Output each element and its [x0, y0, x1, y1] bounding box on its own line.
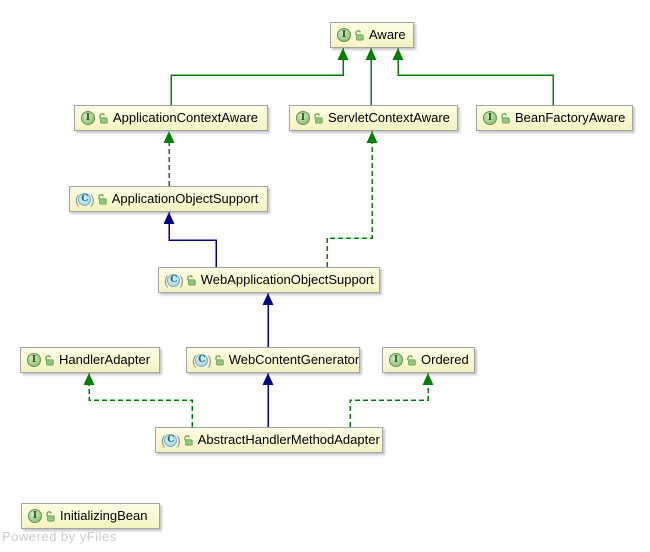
edge-abstract-handler-method-adapter-to-handler-adapter — [83, 373, 193, 427]
node-label: WebContentGenerator — [228, 351, 360, 367]
edge-web-application-object-support-to-servlet-context-aware — [326, 131, 378, 267]
edge-abstract-handler-method-adapter-to-ordered — [349, 373, 434, 427]
yfiles-watermark: Powered by yFiles — [2, 529, 117, 544]
interface-icon: I — [389, 353, 403, 367]
edge-bean-factory-aware-to-aware — [392, 48, 554, 105]
node-bean-factory-aware[interactable]: I BeanFactoryAware — [476, 105, 633, 131]
interface-icon: I — [81, 111, 95, 125]
edge-application-context-aware-to-aware — [170, 48, 349, 105]
node-label: ServletContextAware — [328, 109, 450, 125]
node-label: InitializingBean — [60, 507, 148, 523]
node-label: AbstractHandlerMethodAdapter — [197, 431, 380, 447]
abstract-class-icon: (C) — [161, 432, 181, 448]
node-ordered[interactable]: I Ordered — [382, 347, 475, 373]
node-servlet-context-aware[interactable]: I ServletContextAware — [289, 105, 458, 131]
node-label: WebApplicationObjectSupport — [200, 271, 374, 287]
abstract-class-icon: (C) — [75, 191, 95, 207]
node-application-object-support[interactable]: (C) ApplicationObjectSupport — [69, 186, 268, 212]
node-label: HandlerAdapter — [59, 351, 151, 367]
abstract-class-icon: (C) — [192, 352, 212, 368]
public-lock-icon — [97, 193, 108, 205]
node-label: Aware — [369, 26, 406, 42]
edge-web-application-object-support-to-application-object-support — [163, 212, 217, 267]
node-web-content-generator[interactable]: (C) WebContentGenerator — [186, 347, 360, 373]
interface-icon: I — [483, 111, 497, 125]
node-label: Ordered — [421, 351, 469, 367]
node-label: BeanFactoryAware — [515, 109, 626, 125]
node-handler-adapter[interactable]: I HandlerAdapter — [20, 347, 160, 373]
node-abstract-handler-method-adapter[interactable]: (C) AbstractHandlerMethodAdapter — [155, 427, 383, 453]
node-label: ApplicationContextAware — [113, 109, 259, 125]
public-lock-icon — [354, 29, 365, 41]
public-lock-icon — [406, 354, 417, 366]
node-application-context-aware[interactable]: I ApplicationContextAware — [74, 105, 268, 131]
public-lock-icon — [186, 274, 197, 286]
interface-icon: I — [337, 28, 351, 42]
public-lock-icon — [44, 354, 55, 366]
interface-icon: I — [28, 509, 42, 523]
public-lock-icon — [313, 112, 324, 124]
public-lock-icon — [45, 510, 56, 522]
abstract-class-icon: (C) — [164, 272, 184, 288]
node-initializing-bean[interactable]: I InitializingBean — [21, 503, 160, 529]
public-lock-icon — [214, 354, 225, 366]
node-label: ApplicationObjectSupport — [111, 190, 259, 206]
node-aware[interactable]: I Aware — [330, 22, 414, 48]
public-lock-icon — [98, 112, 109, 124]
node-web-application-object-support[interactable]: (C) WebApplicationObjectSupport — [158, 267, 380, 293]
interface-icon: I — [27, 353, 41, 367]
public-lock-icon — [183, 434, 194, 446]
interface-icon: I — [296, 111, 310, 125]
public-lock-icon — [500, 112, 511, 124]
